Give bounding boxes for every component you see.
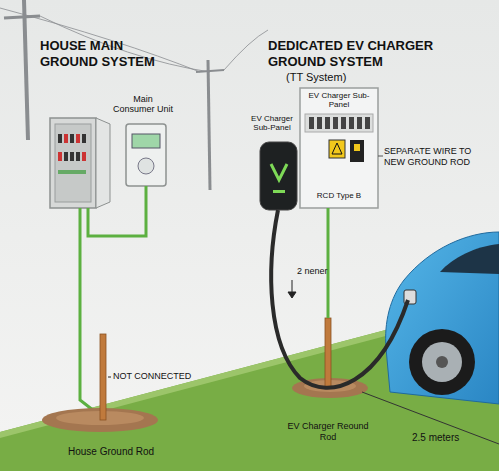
component-label: EV Charger Sub-Panel xyxy=(247,114,297,132)
annotation-label: SEPARATE WIRE TO NEW GROUND ROD xyxy=(384,146,484,168)
component-box: EV Charger Sub-PanelRCD Type B xyxy=(300,88,378,208)
electric-meter xyxy=(126,124,166,186)
charge-cable xyxy=(271,210,408,388)
annotation-label: (TT System) xyxy=(286,71,346,84)
cable-arrow xyxy=(288,280,296,298)
ev-sub-panel xyxy=(300,88,383,208)
component-box: Main Consumer Unit xyxy=(110,94,176,188)
annotation-label: House Ground Rod xyxy=(68,446,154,458)
component-label: EV Charger Sub-Panel xyxy=(302,91,376,109)
component-label: RCD Type B xyxy=(302,191,376,200)
component-label: Main Consumer Unit xyxy=(112,94,174,115)
annotation-label: NOT CONNECTED xyxy=(113,371,191,382)
annotation-label: 2.5 meters xyxy=(412,432,459,444)
component-label: EV Charger Reound Rod xyxy=(286,421,370,442)
annotation-label: DEDICATED EV CHARGER GROUND SYSTEM xyxy=(268,38,448,69)
ev-charger xyxy=(260,142,297,210)
annotation-label: HOUSE MAIN GROUND SYSTEM xyxy=(40,38,175,69)
component-box: EV Charger Reound Rod xyxy=(284,318,372,442)
utility-poles xyxy=(0,0,268,190)
ground-wire xyxy=(328,208,329,318)
component-box: EV Charger Sub-Panel xyxy=(246,114,298,212)
annotation-label: 2 nener xyxy=(297,266,328,277)
ground-wire-line xyxy=(327,208,330,318)
house-ground-rod xyxy=(42,334,158,432)
house-panel xyxy=(50,118,110,208)
